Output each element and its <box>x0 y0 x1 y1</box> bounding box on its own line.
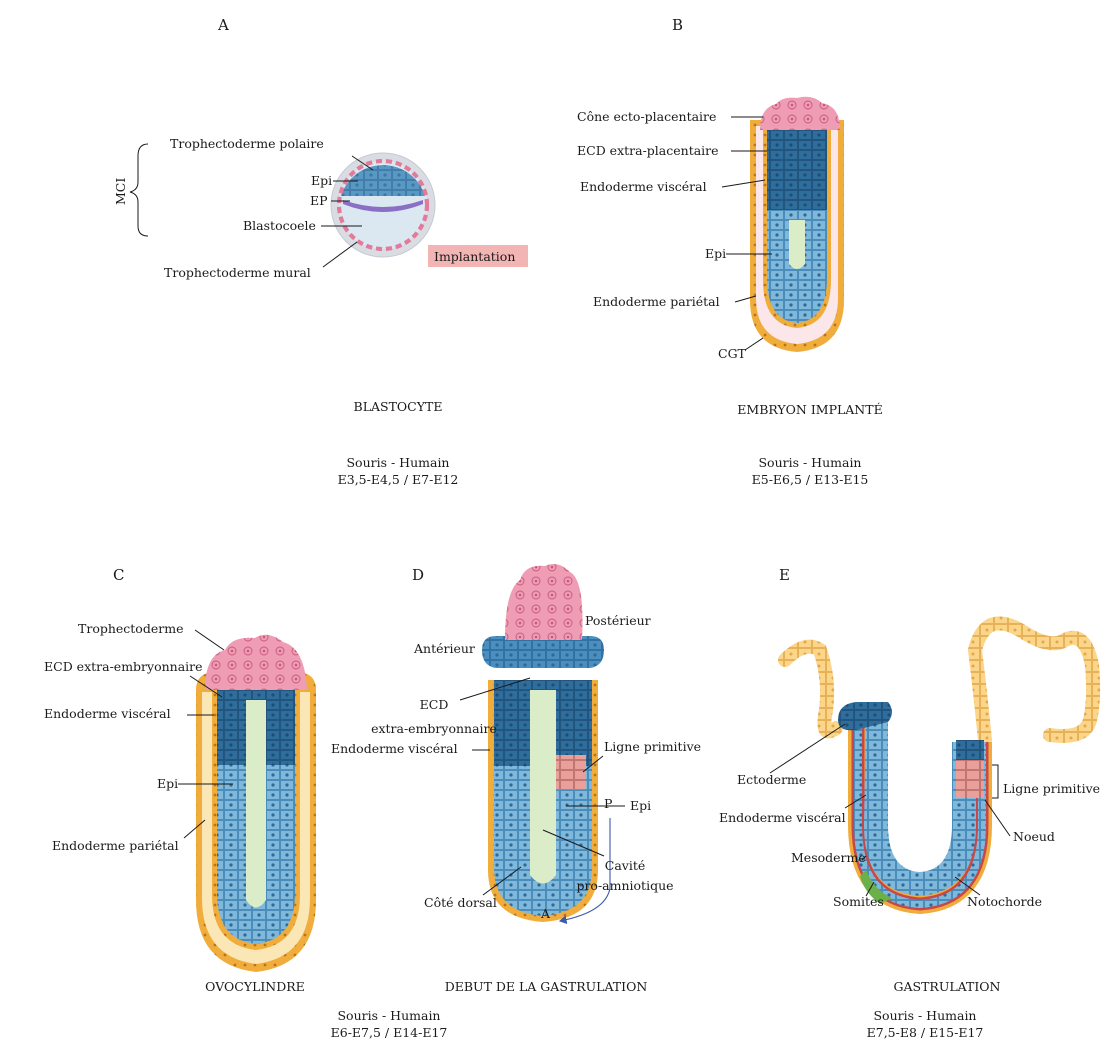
panel-a-species: Souris - Humain <box>346 455 449 470</box>
panel-e: E Ectoderme Ligne primitive Endoderme vi… <box>719 566 1100 1040</box>
ligne-d-label: Ligne primitive <box>604 739 701 754</box>
epi-c-label: Epi <box>157 776 178 791</box>
mesoderme-label: Mesoderme <box>791 850 866 865</box>
mci-bracket <box>130 144 148 236</box>
ep-label: EP <box>310 193 328 208</box>
ligne-e-bracket <box>992 765 998 798</box>
troph-mural-leader <box>323 242 357 267</box>
endo-parietal-c-label: Endoderme pariétal <box>52 838 179 853</box>
panel-e-species: Souris - Humain <box>873 1008 976 1023</box>
ecd-d-label-1: ECD <box>420 697 449 712</box>
endo-visceral-c-label: Endoderme viscéral <box>44 706 171 721</box>
panel-b-letter: B <box>672 16 683 34</box>
epi-d-label: Epi <box>630 798 651 813</box>
mci-label: MCI <box>113 178 128 205</box>
panel-c: C Trophectoderme ECD extra-embryonnaire … <box>44 566 316 994</box>
egg-cylinder-drawing <box>196 635 316 972</box>
panel-e-stages: E7,5-E8 / E15-E17 <box>867 1025 984 1040</box>
noeud-label: Noeud <box>1013 829 1055 844</box>
panel-d-species: Souris - Humain <box>337 1008 440 1023</box>
somites-label: Somites <box>833 894 884 909</box>
ligne-e-label: Ligne primitive <box>1003 781 1100 796</box>
panel-b-species: Souris - Humain <box>758 455 861 470</box>
panel-b: B Cône ecto-placentaire ECD extra-placen… <box>577 16 883 487</box>
a-label: A <box>540 906 551 921</box>
epi-label: Epi <box>311 173 332 188</box>
panel-a-letter: A <box>217 16 229 34</box>
implanted-embryo-drawing <box>750 97 844 352</box>
blastocyst-drawing <box>331 153 435 257</box>
troph-mural-label: Trophectoderme mural <box>164 265 311 280</box>
panel-a: A MCI Trophectoderme polaire Epi EP Blas… <box>113 16 528 487</box>
p-label: P <box>604 796 612 811</box>
implantation-label: Implantation <box>434 249 515 264</box>
epi-b-label: Epi <box>705 246 726 261</box>
endo-parietal-b-label: Endoderme pariétal <box>593 294 720 309</box>
panel-e-letter: E <box>779 566 790 584</box>
cote-dorsal-label: Côté dorsal <box>424 895 497 910</box>
troph-c-leader <box>195 630 224 650</box>
cavite-label-2: pro-amniotique <box>576 878 673 893</box>
panel-d: D Antérieur Postérieur ECD extra-embryon… <box>331 564 701 1040</box>
panel-b-title: EMBRYON IMPLANTÉ <box>737 402 882 417</box>
posterieur-label: Postérieur <box>585 613 651 628</box>
cgt-leader <box>745 338 763 350</box>
panel-d-letter: D <box>412 566 424 584</box>
ecd-d-label-2: extra-embryonnaire <box>371 721 497 736</box>
ecd-extra-placentaire-label: ECD extra-placentaire <box>577 143 719 158</box>
panel-a-title: BLASTOCYTE <box>354 399 443 414</box>
ecd-c-label: ECD extra-embryonnaire <box>44 659 203 674</box>
cgt-label: CGT <box>718 346 747 361</box>
notochorde-label: Notochorde <box>967 894 1042 909</box>
ectoderme-leader <box>770 724 845 773</box>
anterieur-label: Antérieur <box>413 641 475 656</box>
panel-d-title: DEBUT DE LA GASTRULATION <box>445 979 648 994</box>
panel-e-title: GASTRULATION <box>894 979 1001 994</box>
panel-d-stages: E6-E7,5 / E14-E17 <box>331 1025 448 1040</box>
panel-b-stages: E5-E6,5 / E13-E15 <box>752 472 869 487</box>
endo-visceral-d-label: Endoderme viscéral <box>331 741 458 756</box>
endo-visceral-b-label: Endoderme viscéral <box>580 179 707 194</box>
endo-visceral-e-label: Endoderme viscéral <box>719 810 846 825</box>
blastocoele-label: Blastocoele <box>243 218 316 233</box>
cavite-label-1: Cavité <box>605 858 646 873</box>
troph-c-label: Trophectoderme <box>78 621 183 636</box>
cone-label: Cône ecto-placentaire <box>577 109 716 124</box>
troph-polaire-label: Trophectoderme polaire <box>170 136 324 151</box>
panel-c-title: OVOCYLINDRE <box>205 979 305 994</box>
ectoderme-label: Ectoderme <box>737 772 806 787</box>
panel-c-letter: C <box>113 566 124 584</box>
panel-a-stages: E3,5-E4,5 / E7-E12 <box>338 472 459 487</box>
